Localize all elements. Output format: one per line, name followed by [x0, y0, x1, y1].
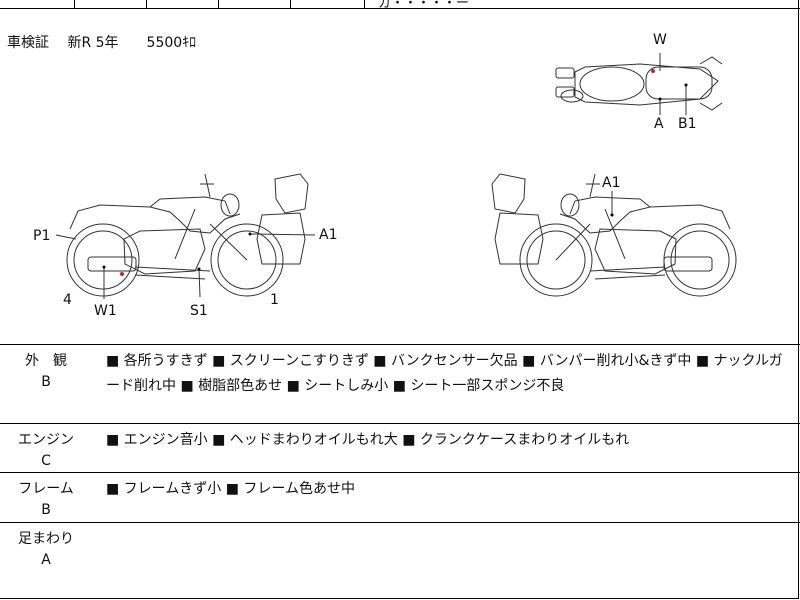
- strip-divider: [218, 0, 219, 8]
- section-suspension-head: 足まわり A: [0, 529, 92, 571]
- section-frame-head: フレーム B: [0, 479, 92, 521]
- section-frame-notes: ■ フレームきず小 ■ フレーム色あせ中: [106, 481, 355, 497]
- strip-divider: [364, 0, 365, 8]
- label-right-s1: S1: [190, 303, 208, 319]
- section-engine-notes: ■ エンジン音小 ■ ヘッドまわりオイルもれ大 ■ クランクケースまわりオイルも…: [106, 432, 630, 448]
- motorcycle-outline-drawing: [55, 53, 737, 299]
- section-exterior-head: 外 観 B: [0, 351, 92, 393]
- registration-label: 車検証: [7, 35, 49, 51]
- label-left-a1: A1: [602, 175, 621, 191]
- top-strip: ガ・・・・・ー: [0, 0, 800, 11]
- section-suspension: 足まわり A: [0, 522, 800, 600]
- section-engine: エンジン C ■ エンジン音小 ■ ヘッドまわりオイルもれ大 ■ クランクケース…: [0, 423, 800, 473]
- damage-diagram: W A B1 P1 4 W1 S1 A1 1 A1: [0, 9, 800, 344]
- registration-value: 新R 5年: [67, 35, 119, 51]
- strip-partial-text: ガ・・・・・ー: [378, 0, 470, 11]
- label-top-a: A: [654, 116, 664, 132]
- label-right-4: 4: [63, 292, 72, 308]
- mileage-value: 5500ｷﾛ: [146, 35, 197, 51]
- section-exterior-title: 外 観: [25, 353, 67, 369]
- label-right-1: 1: [270, 292, 279, 308]
- section-exterior-notes: ■ 各所うすきず ■ スクリーンこすりきず ■ バンクセンサー欠品 ■ バンパー…: [106, 353, 783, 394]
- left-side-motorcycle: [491, 173, 737, 297]
- strip-divider: [74, 0, 75, 8]
- label-top-b1: B1: [678, 116, 697, 132]
- section-exterior-grade: B: [41, 374, 51, 390]
- section-frame-grade: B: [41, 502, 51, 518]
- section-suspension-title: 足まわり: [18, 531, 74, 547]
- section-engine-grade: C: [41, 453, 51, 469]
- section-suspension-grade: A: [41, 552, 51, 568]
- label-top-w: W: [653, 32, 667, 48]
- strip-divider: [290, 0, 291, 8]
- section-engine-head: エンジン C: [0, 430, 92, 472]
- strip-divider: [146, 0, 147, 8]
- section-frame: フレーム B ■ フレームきず小 ■ フレーム色あせ中: [0, 472, 800, 523]
- top-view-motorcycle: [555, 53, 723, 115]
- label-right-p1: P1: [33, 228, 51, 244]
- registration-line: 車検証 新R 5年 5500ｷﾛ: [7, 32, 196, 52]
- section-engine-title: エンジン: [18, 432, 74, 448]
- label-right-w1: W1: [94, 303, 117, 319]
- section-exterior: 外 観 B ■ 各所うすきず ■ スクリーンこすりきず ■ バンクセンサー欠品 …: [0, 344, 800, 424]
- right-side-motorcycle: [55, 173, 316, 299]
- label-right-a1: A1: [319, 227, 338, 243]
- section-frame-title: フレーム: [18, 481, 74, 497]
